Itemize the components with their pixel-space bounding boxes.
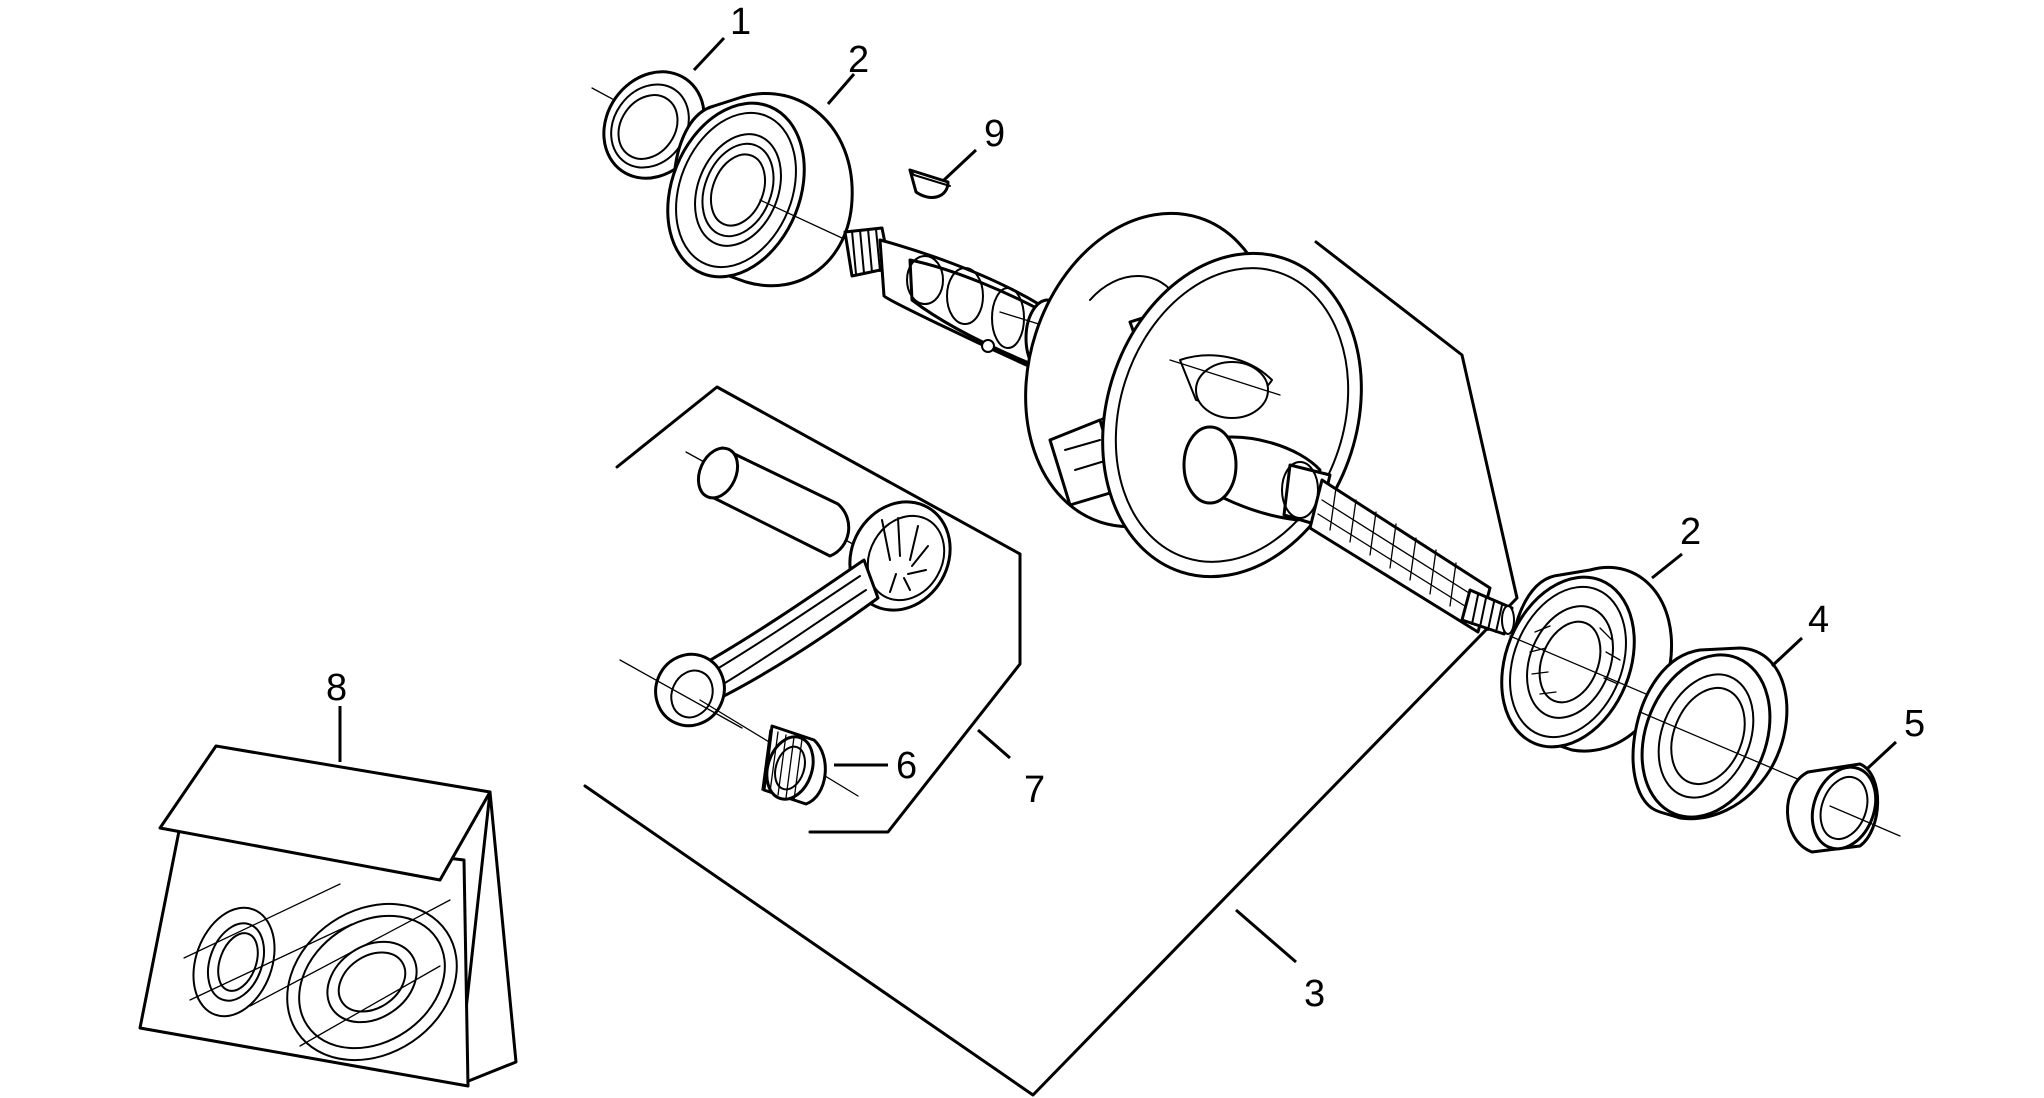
callout-9: 9 (984, 113, 1005, 155)
part-2-bearing-left (666, 91, 854, 288)
callout-8: 8 (326, 667, 347, 709)
callout-2-right: 2 (1680, 511, 1701, 553)
part-6-needle-bearing (699, 699, 859, 806)
callout-3: 3 (1304, 973, 1325, 1015)
part-4-oil-seal (1631, 646, 1801, 821)
part-3-crankshaft (843, 211, 1515, 636)
callout-7: 7 (1024, 769, 1045, 811)
bracket-3 (583, 240, 1519, 1097)
callout-2-top: 2 (848, 39, 869, 81)
part-8-seal-kit-package (138, 744, 518, 1088)
callout-1: 1 (730, 1, 751, 43)
part-9-woodruff-key (908, 168, 951, 199)
callout-5: 5 (1904, 703, 1925, 745)
part-5-collar (1786, 762, 1901, 854)
part-2-bearing-right (1500, 565, 1673, 753)
bracket-7 (615, 385, 1022, 834)
callout-6: 6 (896, 745, 917, 787)
leader-lines (338, 36, 1898, 964)
part-7-connecting-rod (619, 446, 952, 729)
callout-4: 4 (1808, 599, 1829, 641)
